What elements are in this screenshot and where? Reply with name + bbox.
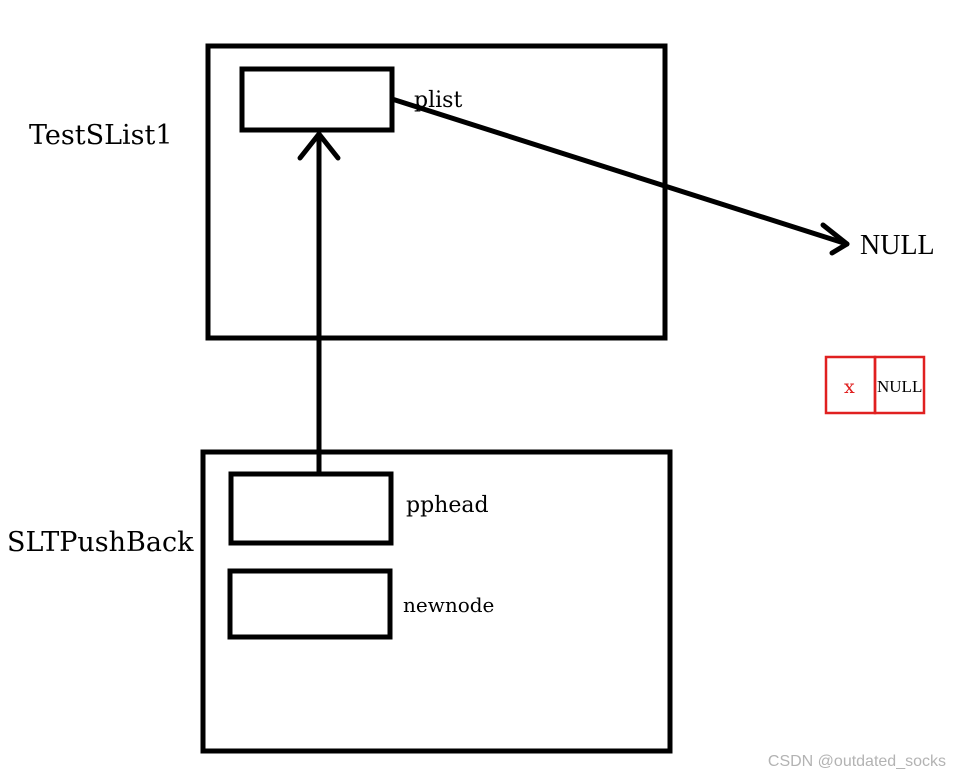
node-next-label: NULL — [877, 377, 923, 396]
plist-box — [239, 66, 395, 133]
testslist1-label: TestSList1 — [29, 120, 173, 151]
newnode-box — [227, 568, 393, 640]
list-node — [824, 355, 926, 415]
plist-to-null-arrow — [389, 96, 850, 256]
newnode-label: newnode — [403, 593, 495, 617]
sltpushback-label: SLTPushBack — [7, 527, 194, 558]
null-label: NULL — [860, 230, 935, 261]
node-next-cell — [873, 355, 926, 415]
sltpushback-frame — [200, 449, 673, 754]
pphead-box — [228, 471, 394, 546]
pphead-to-plist-arrow — [297, 131, 341, 475]
testslist1-frame — [205, 43, 668, 341]
node-data-label: x — [844, 376, 855, 398]
plist-label: plist — [414, 88, 463, 113]
pphead-label: pphead — [406, 493, 489, 518]
watermark: CSDN @outdated_socks — [767, 753, 946, 770]
